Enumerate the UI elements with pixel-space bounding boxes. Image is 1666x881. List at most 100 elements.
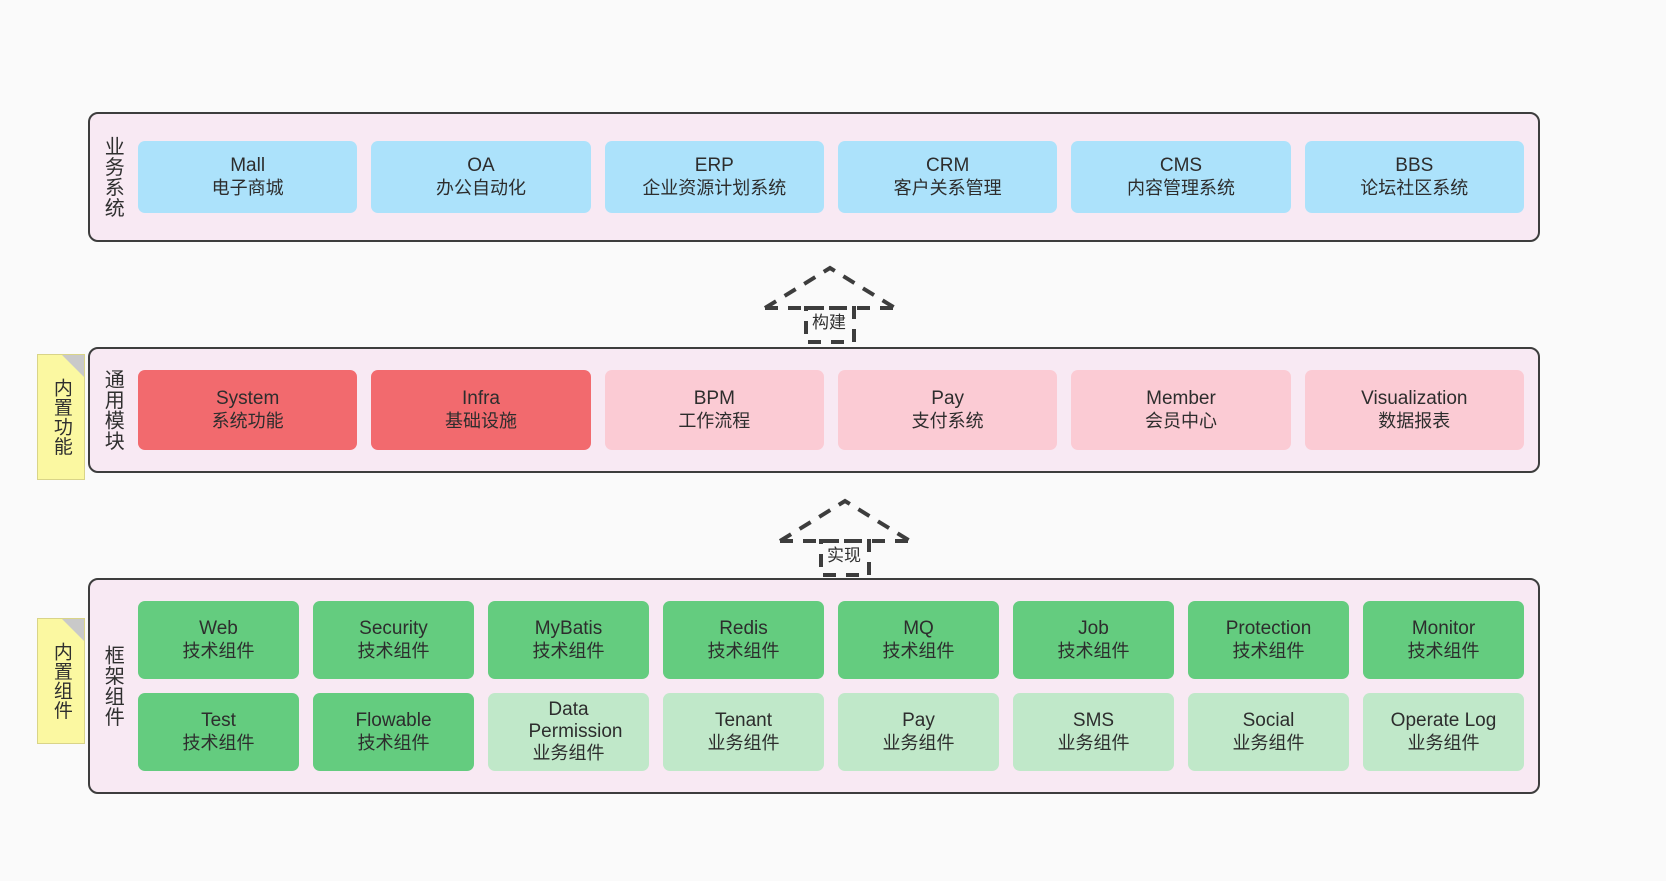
card-title-en: Social — [1242, 710, 1295, 732]
card-title-cn: 技术组件 — [532, 640, 605, 661]
card-title-en: Web — [199, 618, 238, 640]
card-title-cn: 数据报表 — [1378, 410, 1451, 431]
card-title-cn: 支付系统 — [911, 410, 984, 431]
layer-body-common-module: System 系统功能 Infra 基础设施 BPM 工作流程 Pay 支付系统… — [134, 349, 1538, 471]
card-title-en: Data Permission — [528, 699, 623, 743]
note-builtin-component[interactable]: 内置组件 — [37, 618, 85, 744]
card-title-cn: 系统功能 — [211, 410, 284, 431]
card-title-cn: 技术组件 — [357, 640, 430, 661]
card-web[interactable]: Web 技术组件 — [138, 601, 299, 679]
card-pay[interactable]: Pay 支付系统 — [837, 370, 1058, 450]
connector-implement-arrow-icon — [778, 498, 912, 577]
card-title-en: BBS — [1395, 155, 1434, 177]
card-title-cn: 技术组件 — [1232, 640, 1305, 661]
card-row: Mall 电子商城 OA 办公自动化 ERP 企业资源计划系统 CRM 客户关系… — [138, 141, 1524, 213]
card-title-cn: 企业资源计划系统 — [642, 177, 787, 198]
note-builtin-feature[interactable]: 内置功能 — [37, 354, 85, 480]
card-title-cn: 技术组件 — [882, 640, 955, 661]
card-title-cn: 技术组件 — [357, 732, 430, 753]
card-title-en: Visualization — [1361, 388, 1468, 410]
card-bbs[interactable]: BBS 论坛社区系统 — [1304, 141, 1524, 213]
card-crm[interactable]: CRM 客户关系管理 — [837, 141, 1058, 213]
card-redis[interactable]: Redis 技术组件 — [663, 601, 824, 679]
card-protection[interactable]: Protection 技术组件 — [1188, 601, 1349, 679]
layer-title-business-system: 业务系统 — [101, 136, 124, 218]
card-title-en: ERP — [694, 155, 734, 177]
card-security[interactable]: Security 技术组件 — [313, 601, 474, 679]
card-title-en: Tenant — [714, 710, 773, 732]
card-title-en: Infra — [461, 388, 500, 410]
card-title-en: Test — [201, 710, 236, 732]
layer-business-system[interactable]: 业务系统 Mall 电子商城 OA 办公自动化 ERP 企业资源计划系统 CRM — [88, 112, 1540, 242]
card-bpm[interactable]: BPM 工作流程 — [604, 370, 824, 450]
card-mall[interactable]: Mall 电子商城 — [138, 141, 358, 213]
card-title-en: Mall — [230, 155, 266, 177]
card-title-cn: 业务组件 — [882, 732, 955, 753]
layer-body-framework-component: Web 技术组件 Security 技术组件 MyBatis 技术组件 Redi… — [134, 580, 1538, 792]
card-title-cn: 内容管理系统 — [1126, 177, 1235, 198]
card-title-cn: 会员中心 — [1144, 410, 1217, 431]
card-data-permission[interactable]: Data Permission 业务组件 — [488, 693, 649, 771]
card-title-cn: 工作流程 — [678, 410, 751, 431]
card-title-en: Protection — [1225, 618, 1312, 640]
card-tenant[interactable]: Tenant 业务组件 — [663, 693, 824, 771]
card-pay-business[interactable]: Pay 业务组件 — [838, 693, 999, 771]
card-visualization[interactable]: Visualization 数据报表 — [1304, 370, 1524, 450]
card-title-cn: 技术组件 — [182, 732, 255, 753]
card-title-cn: 基础设施 — [444, 410, 517, 431]
card-title-en: SMS — [1072, 710, 1115, 732]
note-label: 内置组件 — [50, 642, 72, 720]
card-monitor[interactable]: Monitor 技术组件 — [1363, 601, 1524, 679]
layer-framework-component[interactable]: 框架组件 Web 技术组件 Security 技术组件 MyBatis 技术组件… — [88, 578, 1540, 794]
card-title-cn: 业务组件 — [1407, 732, 1480, 753]
card-job[interactable]: Job 技术组件 — [1013, 601, 1174, 679]
card-title-cn: 办公自动化 — [435, 177, 526, 198]
card-title-en: System — [215, 388, 280, 410]
connector-build-label: 构建 — [812, 313, 846, 332]
card-title-cn: 客户关系管理 — [893, 177, 1002, 198]
card-infra[interactable]: Infra 基础设施 — [371, 370, 591, 450]
card-system[interactable]: System 系统功能 — [138, 370, 358, 450]
card-mybatis[interactable]: MyBatis 技术组件 — [488, 601, 649, 679]
layer-title-framework-component: 框架组件 — [101, 645, 124, 727]
card-row: System 系统功能 Infra 基础设施 BPM 工作流程 Pay 支付系统… — [138, 370, 1524, 450]
card-member[interactable]: Member 会员中心 — [1071, 370, 1291, 450]
card-sms[interactable]: SMS 业务组件 — [1013, 693, 1174, 771]
card-title-en: Job — [1078, 618, 1109, 640]
card-test[interactable]: Test 技术组件 — [138, 693, 299, 771]
card-title-cn: 技术组件 — [707, 640, 780, 661]
card-title-cn: 业务组件 — [1232, 732, 1305, 753]
card-title-cn: 电子商城 — [211, 177, 284, 198]
card-title-cn: 技术组件 — [182, 640, 255, 661]
card-oa[interactable]: OA 办公自动化 — [371, 141, 591, 213]
card-title-en: CRM — [926, 155, 970, 177]
connector-implement-label: 实现 — [827, 546, 861, 565]
card-operate-log[interactable]: Operate Log 业务组件 — [1363, 693, 1524, 771]
card-erp[interactable]: ERP 企业资源计划系统 — [604, 141, 824, 213]
card-mq[interactable]: MQ 技术组件 — [838, 601, 999, 679]
connector-build-arrow-icon — [763, 265, 897, 344]
layer-common-module[interactable]: 通用模块 System 系统功能 Infra 基础设施 BPM 工作流程 Pay — [88, 347, 1540, 473]
card-title-en: BPM — [693, 388, 735, 410]
note-fold-corner-icon — [62, 355, 84, 377]
card-title-cn: 业务组件 — [707, 732, 780, 753]
connector-build: 构建 — [760, 262, 910, 344]
card-social[interactable]: Social 业务组件 — [1188, 693, 1349, 771]
card-title-en: MyBatis — [534, 618, 603, 640]
card-row: Web 技术组件 Security 技术组件 MyBatis 技术组件 Redi… — [138, 601, 1524, 679]
card-flowable[interactable]: Flowable 技术组件 — [313, 693, 474, 771]
card-title-en: Flowable — [355, 710, 432, 732]
card-title-cn: 业务组件 — [532, 742, 605, 763]
card-title-cn: 技术组件 — [1407, 640, 1480, 661]
note-label: 内置功能 — [50, 378, 72, 456]
card-title-cn: 技术组件 — [1057, 640, 1130, 661]
card-title-en: MQ — [903, 618, 934, 640]
card-title-cn: 论坛社区系统 — [1360, 177, 1469, 198]
card-title-en: Redis — [719, 618, 768, 640]
card-row: Test 技术组件 Flowable 技术组件 Data Permission … — [138, 693, 1524, 771]
card-title-en: Pay — [902, 710, 935, 732]
note-fold-corner-icon — [62, 619, 84, 641]
card-title-en: Operate Log — [1390, 710, 1497, 732]
card-cms[interactable]: CMS 内容管理系统 — [1071, 141, 1291, 213]
